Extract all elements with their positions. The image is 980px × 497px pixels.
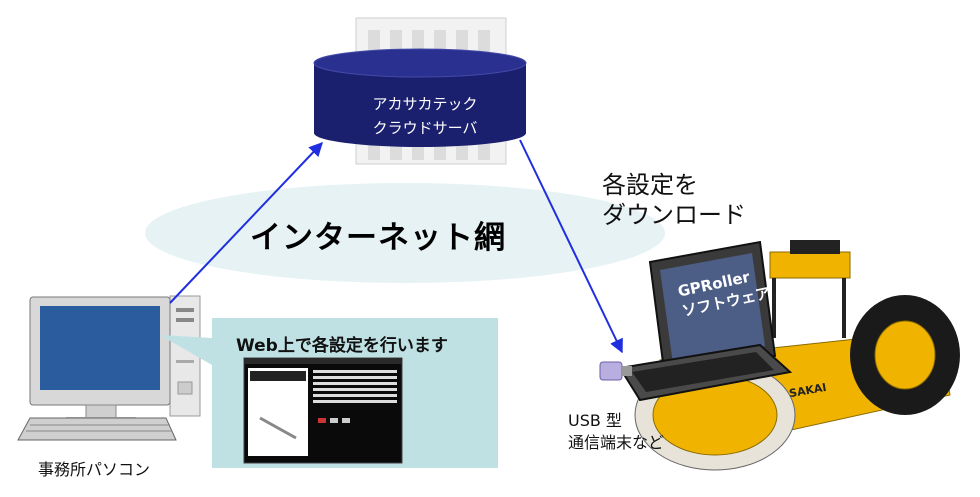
server-label: アカサカテック クラウドサーバ (330, 92, 520, 140)
internet-label: インターネット網 (250, 220, 506, 256)
office-pc-label: 事務所パソコン (38, 460, 151, 479)
usb-label-line1: USB 型 (568, 411, 622, 430)
internet-ellipse (145, 183, 665, 283)
office-pc-icon (17, 295, 201, 441)
download-arrow (519, 139, 623, 354)
server-label-line2: クラウドサーバ (372, 119, 478, 137)
usb-device-icon (599, 361, 632, 381)
download-label: 各設定を ダウンロード (602, 170, 746, 230)
laptop-icon (618, 240, 793, 402)
cloud-server-cylinder (313, 48, 527, 147)
download-label-line1: 各設定を (602, 171, 698, 199)
server-label-line1: アカサカテック (372, 95, 478, 113)
usb-label-line2: 通信端末など (568, 433, 665, 452)
web-panel-caption: Web上で各設定を行います (236, 336, 448, 356)
usb-label: USB 型 通信端末など (568, 410, 664, 454)
download-label-line2: ダウンロード (602, 201, 746, 229)
upload-arrow (169, 141, 323, 304)
web-ui-screenshot (243, 357, 403, 464)
